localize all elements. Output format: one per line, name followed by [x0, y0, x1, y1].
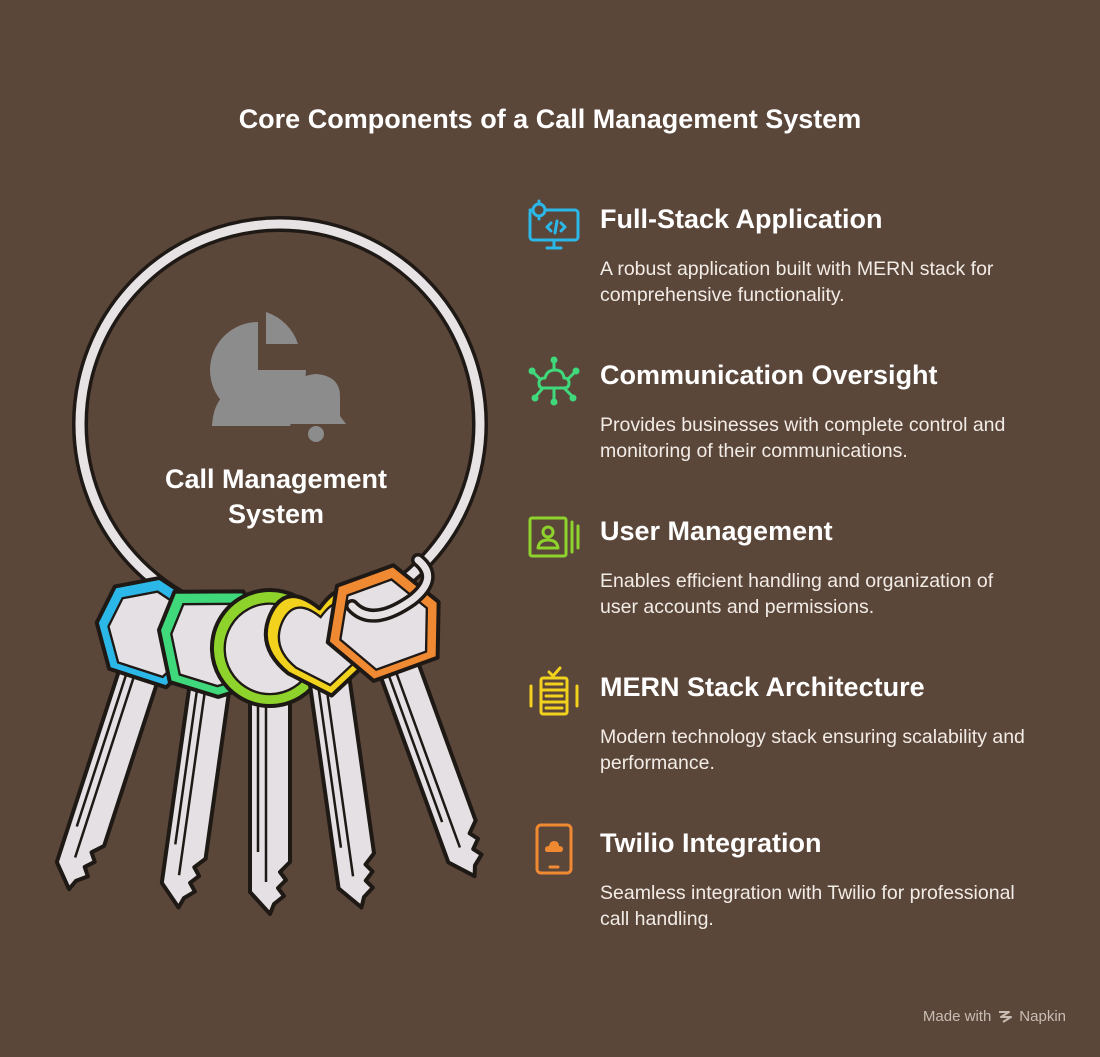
feature-heading: Twilio Integration [600, 828, 822, 858]
feature-description: Modern technology stack ensuring scalabi… [600, 726, 1025, 774]
phone-cloud-icon [535, 823, 573, 875]
center-label: Call Management System [164, 464, 388, 529]
feature-heading: Full-Stack Application [600, 204, 883, 234]
feature-description: Seamless integration with Twilio for pro… [600, 882, 1015, 930]
feature-description: Enables efficient handling and organizat… [600, 570, 994, 618]
keys-bundle [54, 563, 484, 916]
user-id-card-icon [528, 516, 580, 558]
napkin-logo-icon [999, 1010, 1013, 1023]
feature-description: A robust application built with MERN sta… [600, 258, 994, 306]
napkin-brand: Napkin [1019, 1008, 1066, 1025]
code-monitor-gear-icon [528, 199, 580, 250]
key-ring-link [348, 556, 431, 620]
feature-heading: Communication Oversight [600, 360, 938, 390]
made-with-label: Made with [922, 1008, 992, 1025]
page-title: Core Components of a Call Management Sys… [238, 104, 862, 134]
made-with-credit[interactable]: Made with Napkin [923, 1008, 1066, 1025]
feature-heading: MERN Stack Architecture [600, 672, 925, 702]
server-stack-icon [529, 666, 579, 716]
feature-description: Provides businesses with complete contro… [600, 414, 1006, 462]
user-pie-bell-icon [210, 312, 346, 442]
feature-heading: User Management [600, 516, 833, 546]
cloud-network-icon [528, 356, 580, 406]
